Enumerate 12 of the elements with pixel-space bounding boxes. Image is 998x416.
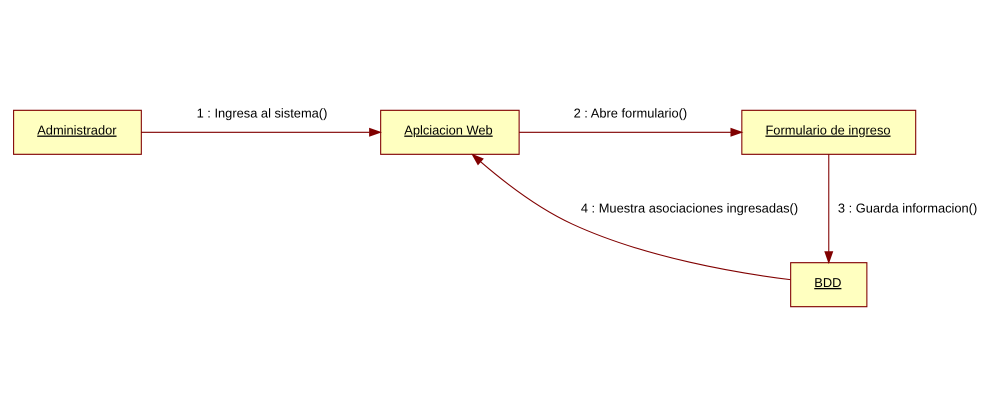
node-box: BDD <box>790 262 868 307</box>
arrow <box>824 154 834 264</box>
node-box: Administrador <box>13 109 142 154</box>
node-box: Aplciacion Web <box>380 109 520 154</box>
arrow <box>519 127 744 136</box>
arrow <box>471 153 790 280</box>
edge-label: 2 : Abre formulario() <box>574 104 688 120</box>
node-box: Formulario de ingreso <box>741 109 916 154</box>
edge-label: 3 : Guarda informacion() <box>838 200 978 215</box>
edge-label: 4 : Muestra asociaciones ingresadas() <box>580 200 798 215</box>
edge-label: 1 : Ingresa al sistema() <box>196 104 328 120</box>
arrow <box>141 127 382 136</box>
